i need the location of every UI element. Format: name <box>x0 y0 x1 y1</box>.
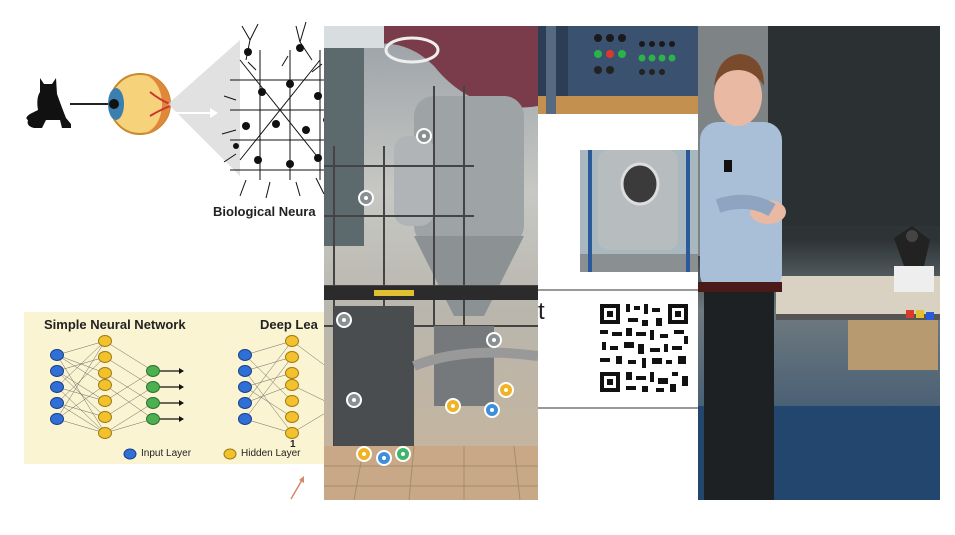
presenter-scene <box>698 26 940 500</box>
presenter-video[interactable] <box>698 26 940 500</box>
grey-hotspot[interactable] <box>336 312 352 328</box>
green-hotspot[interactable] <box>395 446 411 462</box>
industrial-plant-photo[interactable] <box>324 26 538 500</box>
biological-neural-caption: Biological Neura <box>213 204 316 219</box>
legend-input-label: Input Layer <box>141 448 192 459</box>
presenter-figure <box>698 54 786 500</box>
legend-hidden-label: Hidden Layer <box>241 448 301 459</box>
cat-eye-neuron-illustration <box>26 21 330 199</box>
hidden-nodes <box>98 335 299 439</box>
grey-hotspot[interactable] <box>416 128 432 144</box>
slide-panel <box>538 114 698 434</box>
control-panel-illustration <box>538 26 698 114</box>
output-nodes <box>146 365 160 425</box>
grey-hotspot[interactable] <box>358 190 374 206</box>
cat-icon <box>26 78 71 128</box>
blue-hotspot[interactable] <box>376 450 392 466</box>
deep-nn-title: Deep Lea <box>260 317 318 332</box>
slide-text-fragment: t <box>538 298 545 325</box>
slide-content <box>538 150 698 409</box>
yellow-hotspot[interactable] <box>498 382 514 398</box>
node-layer <box>50 335 299 460</box>
grey-hotspot[interactable] <box>486 332 502 348</box>
grey-hotspot[interactable] <box>346 392 362 408</box>
robot-arm-icon <box>894 226 934 292</box>
biological-neuron-figure <box>0 0 330 240</box>
simple-nn-title: Simple Neural Network <box>44 317 186 332</box>
arrow-icon <box>290 476 304 500</box>
yellow-hotspot[interactable] <box>356 446 372 462</box>
network-graph <box>56 340 327 434</box>
eye-icon <box>108 73 171 135</box>
legend-input-dot <box>123 448 137 460</box>
neural-network-diagram: Simple Neural Network Deep Lea <box>24 312 327 464</box>
blue-hotspot[interactable] <box>484 402 500 418</box>
plant-illustration <box>324 26 538 500</box>
control-panel-photo <box>538 26 698 114</box>
legend-hidden-dot <box>223 448 237 460</box>
input-nodes <box>50 349 252 425</box>
yellow-hotspot[interactable] <box>445 398 461 414</box>
qr-code-icon[interactable] <box>596 300 692 396</box>
hidden-layer-count: 1 <box>290 439 296 450</box>
